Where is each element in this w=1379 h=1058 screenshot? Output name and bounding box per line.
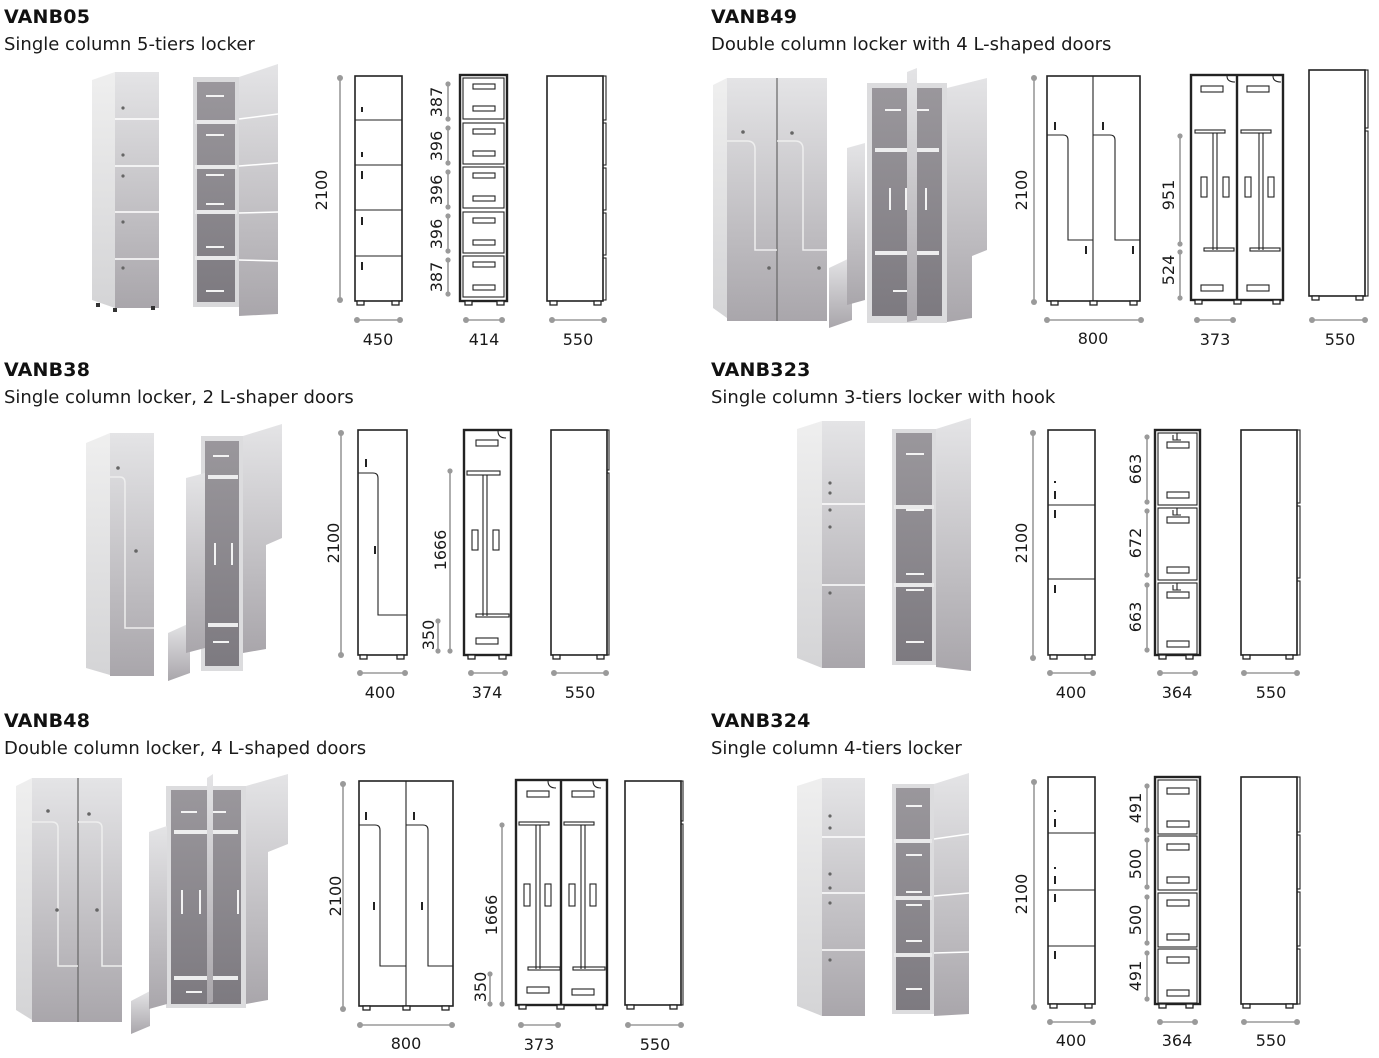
closed-locker-image [92, 72, 159, 312]
product-description: Single column locker, 2 L-shaper doors [4, 387, 354, 408]
tier-dimension: 500 [1126, 849, 1145, 880]
depth-dimension: 550 [565, 683, 596, 702]
tier-dimension: 491 [1126, 793, 1145, 824]
product-code: VANB49 [711, 6, 798, 28]
product-description: Single column 3-tiers locker with hook [711, 387, 1056, 408]
inner-elevation: 1666 350 374 [419, 428, 513, 702]
inner-width-dimension: 373 [1200, 330, 1231, 349]
height-dimension: 2100 [312, 170, 331, 211]
height-dimension: 2100 [1012, 874, 1031, 915]
inner-width-dimension: 364 [1162, 683, 1193, 702]
tier-dimension: 387 [427, 262, 446, 293]
product-code: VANB323 [711, 359, 811, 381]
height-dimension: 2100 [324, 523, 343, 564]
front-elevation: 2100 400 [324, 429, 408, 702]
depth-dimension: 550 [563, 330, 594, 349]
product-code: VANB48 [4, 710, 91, 732]
tier-dimension: 396 [427, 131, 446, 162]
inner-width-dimension: 374 [472, 683, 503, 702]
open-locker-image [193, 64, 279, 316]
height-dimension: 2100 [1012, 170, 1031, 211]
front-width-dimension: 400 [365, 683, 396, 702]
inner-width-dimension: 364 [1162, 1031, 1193, 1050]
product-vanb05: VANB05 Single column 5-tiers locker [0, 0, 690, 355]
height-dimension: 2100 [1012, 523, 1031, 564]
product-code: VANB38 [4, 359, 91, 381]
product-code: VANB324 [711, 710, 811, 732]
tier-dimension: 396 [427, 219, 446, 250]
front-width-dimension: 450 [363, 330, 394, 349]
depth-dimension: 550 [1256, 1031, 1287, 1050]
section-dimension: 350 [471, 972, 490, 1003]
inner-elevation: 491 500 500 491 364 [1126, 775, 1202, 1050]
side-elevation: 550 [550, 429, 610, 702]
front-elevation: 2100 800 [1012, 75, 1144, 348]
closed-locker-image [713, 78, 827, 321]
product-vanb38: VANB38 Single column locker, 2 L-shaper … [0, 353, 690, 708]
section-dimension: 951 [1159, 180, 1178, 211]
height-dimension: 2100 [326, 876, 345, 917]
tier-dimension: 663 [1126, 454, 1145, 485]
front-elevation: 2100 450 [312, 75, 403, 349]
product-description: Double column locker, 4 L-shaped doors [4, 738, 367, 759]
section-dimension: 1666 [431, 530, 450, 571]
product-drawings: 2100 800 951 524 373 550 [713, 68, 1369, 349]
open-locker-image [892, 773, 970, 1016]
depth-dimension: 550 [1256, 683, 1287, 702]
product-drawings: 2100 800 1666 350 373 550 [16, 774, 684, 1054]
closed-locker-image [797, 778, 865, 1016]
side-elevation: 550 [1240, 429, 1301, 702]
product-vanb323: VANB323 Single column 3-tiers locker wit… [707, 353, 1379, 708]
depth-dimension: 550 [1325, 330, 1356, 349]
front-elevation: 2100 400 [1012, 776, 1096, 1050]
product-drawings: 2100 400 491 500 500 491 364 550 [797, 773, 1301, 1050]
side-elevation: 550 [624, 780, 684, 1054]
closed-locker-image [86, 433, 154, 676]
inner-elevation: 663 672 663 364 [1126, 428, 1202, 702]
open-locker-image [131, 774, 288, 1034]
product-code: VANB05 [4, 6, 91, 28]
section-dimension: 1666 [482, 895, 501, 936]
inner-elevation: 951 524 373 [1159, 73, 1285, 349]
tier-dimension: 663 [1126, 602, 1145, 633]
side-elevation: 550 [1240, 776, 1301, 1050]
depth-dimension: 550 [640, 1035, 671, 1054]
front-elevation: 2100 400 [1012, 429, 1096, 702]
product-vanb324: VANB324 Single column 4-tiers locker 210… [707, 704, 1379, 1058]
product-drawings: 2100 400 663 672 663 364 550 [797, 418, 1301, 702]
open-locker-image [168, 424, 282, 681]
tier-dimension: 500 [1126, 905, 1145, 936]
tier-dimension: 396 [427, 175, 446, 206]
tier-dimension: 672 [1126, 528, 1145, 559]
product-drawings: 2100 450 387 396 396 396 387 414 550 [92, 64, 607, 349]
product-vanb49: VANB49 Double column locker with 4 L-sha… [707, 0, 1379, 355]
inner-width-dimension: 373 [524, 1035, 555, 1054]
product-description: Double column locker with 4 L-shaped doo… [711, 34, 1112, 55]
open-locker-image [829, 68, 987, 328]
tier-dimension: 491 [1126, 961, 1145, 992]
inner-width-dimension: 414 [469, 330, 500, 349]
front-width-dimension: 400 [1056, 683, 1087, 702]
front-width-dimension: 400 [1056, 1031, 1087, 1050]
section-dimension: 350 [419, 620, 438, 651]
closed-locker-image [16, 778, 122, 1022]
front-width-dimension: 800 [1078, 329, 1109, 348]
side-elevation: 550 [546, 75, 607, 349]
side-elevation: 550 [1308, 69, 1369, 349]
closed-locker-image [797, 421, 865, 668]
front-elevation: 2100 800 [326, 780, 455, 1053]
section-dimension: 524 [1159, 255, 1178, 286]
inner-elevation: 387 396 396 396 387 414 [427, 73, 509, 349]
front-width-dimension: 800 [391, 1034, 422, 1053]
product-drawings: 2100 400 1666 350 374 550 [86, 424, 610, 702]
tier-dimension: 387 [427, 87, 446, 118]
product-description: Single column 4-tiers locker [711, 738, 962, 759]
open-locker-image [892, 418, 971, 671]
product-vanb48: VANB48 Double column locker, 4 L-shaped … [0, 704, 700, 1058]
inner-elevation: 1666 350 373 [471, 778, 609, 1054]
product-description: Single column 5-tiers locker [4, 34, 255, 55]
